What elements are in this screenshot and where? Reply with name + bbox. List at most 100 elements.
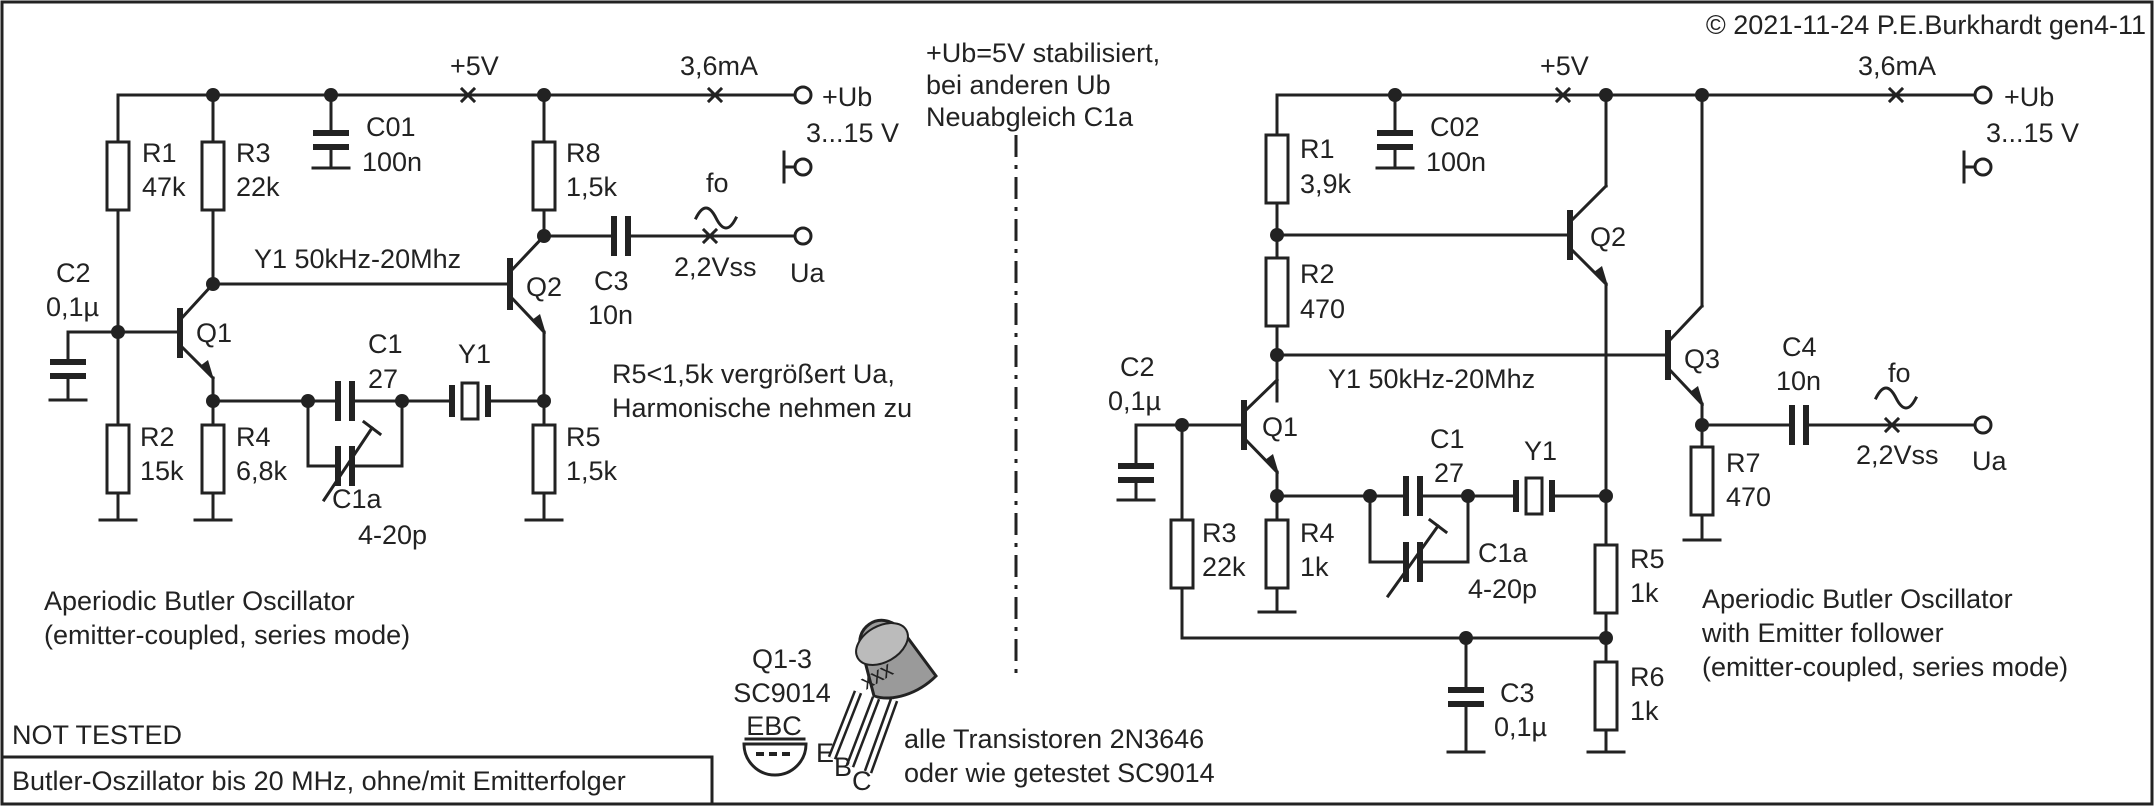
left-R5-resistor <box>531 423 557 495</box>
svg-text:470: 470 <box>1726 482 1771 512</box>
svg-text:1,5k: 1,5k <box>566 456 618 486</box>
svg-text:0,1µ: 0,1µ <box>1494 712 1547 742</box>
center-note: +Ub=5V stabilisiert, bei anderen Ub Neua… <box>926 38 1160 132</box>
svg-text:22k: 22k <box>1202 552 1246 582</box>
svg-text:C3: C3 <box>594 266 629 296</box>
svg-text:R1: R1 <box>142 138 177 168</box>
svg-text:Q2: Q2 <box>1590 222 1626 252</box>
svg-text:4-20p: 4-20p <box>1468 574 1537 604</box>
svg-text:R3: R3 <box>236 138 271 168</box>
left-R3-resistor <box>200 140 226 212</box>
svg-text:C1a: C1a <box>332 484 383 514</box>
right-rail-voltage: +5V <box>1540 51 1589 81</box>
svg-text:Y1 50kHz-20Mhz: Y1 50kHz-20Mhz <box>254 244 461 274</box>
svg-text:15k: 15k <box>140 456 184 486</box>
svg-text:Ua: Ua <box>1972 446 2007 476</box>
right-R2-resistor <box>1264 256 1290 328</box>
svg-text:2,2Vss: 2,2Vss <box>1856 440 1939 470</box>
svg-text:10n: 10n <box>1776 366 1821 396</box>
svg-text:0,1µ: 0,1µ <box>1108 386 1161 416</box>
right-R6-resistor <box>1593 660 1619 732</box>
svg-text:100n: 100n <box>362 147 422 177</box>
right-rail-current: 3,6mA <box>1858 51 1936 81</box>
svg-text:Ua: Ua <box>790 258 825 288</box>
left-sine-icon <box>693 206 739 230</box>
svg-text:1k: 1k <box>1630 696 1659 726</box>
svg-text:C1: C1 <box>368 329 403 359</box>
svg-text:100n: 100n <box>1426 147 1486 177</box>
left-ub-label: +Ub <box>822 82 872 112</box>
svg-text:B: B <box>834 752 852 782</box>
left-gnd-terminal <box>793 157 813 177</box>
svg-text:2,2Vss: 2,2Vss <box>674 252 757 282</box>
svg-text:R7: R7 <box>1726 448 1761 478</box>
svg-text:R4: R4 <box>1300 518 1335 548</box>
right-sine-icon <box>1873 386 1919 410</box>
svg-text:6,8k: 6,8k <box>236 456 288 486</box>
svg-text:1,5k: 1,5k <box>566 172 618 202</box>
to92-package-icon <box>827 618 938 774</box>
svg-text:22k: 22k <box>236 172 280 202</box>
svg-text:Q1: Q1 <box>1262 412 1298 442</box>
left-ub-range: 3...15 V <box>806 118 899 148</box>
svg-text:Y1: Y1 <box>458 339 491 369</box>
right-R7-resistor <box>1689 445 1715 517</box>
svg-text:R8: R8 <box>566 138 601 168</box>
svg-text:C1a: C1a <box>1478 538 1529 568</box>
svg-text:with Emitter follower: with Emitter follower <box>1701 618 1944 648</box>
svg-text:27: 27 <box>368 364 398 394</box>
svg-text:bei anderen Ub: bei anderen Ub <box>926 70 1111 100</box>
right-ub-label: +Ub <box>2004 82 2054 112</box>
right-R3-resistor <box>1169 518 1195 590</box>
svg-text:Q1: Q1 <box>196 318 232 348</box>
svg-text:R4: R4 <box>236 422 271 452</box>
svg-text:R1: R1 <box>1300 134 1335 164</box>
svg-text:oder wie getestet SC9014: oder wie getestet SC9014 <box>904 758 1215 788</box>
left-rail-cross-2 <box>706 86 724 104</box>
svg-text:fo: fo <box>706 168 729 198</box>
svg-text:Q3: Q3 <box>1684 344 1720 374</box>
not-tested-label: NOT TESTED <box>12 720 182 750</box>
svg-text:Harmonische nehmen zu: Harmonische nehmen zu <box>612 393 912 423</box>
svg-text:+Ub=5V stabilisiert,: +Ub=5V stabilisiert, <box>926 38 1160 68</box>
transistor-pinout: Q1-3 SC9014 EBC xxx E B C alle Transisto… <box>733 618 1215 796</box>
svg-text:Q2: Q2 <box>526 272 562 302</box>
svg-text:R6: R6 <box>1630 662 1665 692</box>
svg-text:(emitter-coupled, series mode): (emitter-coupled, series mode) <box>1702 652 2068 682</box>
svg-text:C1: C1 <box>1430 424 1465 454</box>
svg-text:10n: 10n <box>588 300 633 330</box>
svg-text:C02: C02 <box>1430 112 1480 142</box>
svg-text:4-20p: 4-20p <box>358 520 427 550</box>
svg-text:Y1: Y1 <box>1524 436 1557 466</box>
left-R1-resistor <box>105 140 131 212</box>
svg-text:R2: R2 <box>1300 259 1335 289</box>
svg-text:(emitter-coupled, series mode): (emitter-coupled, series mode) <box>44 620 410 650</box>
right-R5-resistor <box>1593 543 1619 615</box>
svg-text:Y1 50kHz-20Mhz: Y1 50kHz-20Mhz <box>1328 364 1535 394</box>
transistor-note: alle Transistoren 2N3646 <box>904 724 1204 754</box>
svg-text:E: E <box>816 738 834 768</box>
svg-text:EBC: EBC <box>746 711 802 741</box>
to92-bottom-view-icon <box>742 742 808 777</box>
svg-text:1k: 1k <box>1630 578 1659 608</box>
svg-text:R5: R5 <box>566 422 601 452</box>
svg-text:Neuabgleich C1a: Neuabgleich C1a <box>926 102 1134 132</box>
copyright-text: © 2021-11-24 P.E.Burkhardt gen4-11 <box>1706 10 2146 40</box>
footer-caption: Butler-Oszillator bis 20 MHz, ohne/mit E… <box>12 766 626 796</box>
right-circuit: +5V 3,6mA +Ub 3...15 V R1 3,9k C02 100n … <box>1108 51 2079 754</box>
left-circuit: +5V 3,6mA +Ub 3...15 V R1 47k R3 22k C01… <box>44 51 912 650</box>
right-R1-resistor <box>1264 133 1290 205</box>
svg-text:C01: C01 <box>366 112 416 142</box>
svg-text:470: 470 <box>1300 294 1345 324</box>
left-r5-note: R5<1,5k vergrößert Ua, <box>612 359 895 389</box>
right-ub-range: 3...15 V <box>1986 118 2079 148</box>
left-rail-current: 3,6mA <box>680 51 758 81</box>
svg-text:1k: 1k <box>1300 552 1329 582</box>
svg-text:R2: R2 <box>140 422 175 452</box>
right-gnd-terminal <box>1973 157 1993 177</box>
left-ua-terminal <box>793 226 813 246</box>
right-R4-resistor <box>1264 518 1290 590</box>
svg-text:27: 27 <box>1434 458 1464 488</box>
